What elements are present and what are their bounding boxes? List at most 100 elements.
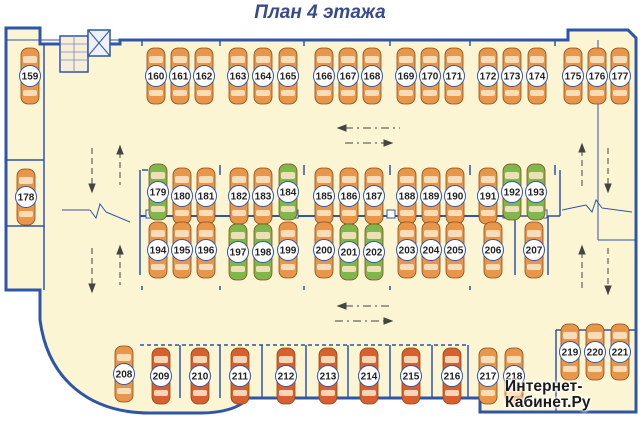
car-rear-window: [588, 366, 602, 372]
parking-spot[interactable]: 174: [526, 47, 548, 105]
parking-spot[interactable]: 160: [145, 47, 167, 105]
parking-spot[interactable]: 182: [228, 167, 250, 225]
parking-spot[interactable]: 159: [19, 47, 41, 105]
car-rear-window: [199, 210, 213, 216]
floor-plan-title: План 4 этажа: [254, 2, 386, 23]
parking-spot[interactable]: 212: [275, 347, 297, 405]
spot-number: 167: [340, 72, 357, 83]
car-rear-window: [423, 90, 437, 96]
spot-number: 217: [480, 372, 497, 383]
car-rear-window: [448, 210, 462, 216]
parking-spot[interactable]: 200: [313, 221, 335, 279]
parking-spot[interactable]: 178: [15, 168, 37, 226]
car-rear-window: [590, 90, 604, 96]
spot-number-badge: [358, 365, 380, 387]
parking-spot[interactable]: 219: [559, 323, 581, 381]
car-windshield: [486, 230, 500, 237]
parking-spot[interactable]: 215: [400, 347, 422, 405]
parking-spot[interactable]: 204: [420, 221, 442, 279]
parking-spot[interactable]: 195: [171, 221, 193, 279]
spot-number: 187: [366, 192, 383, 203]
parking-spot[interactable]: 192: [501, 163, 523, 221]
parking-spot[interactable]: 169: [395, 47, 417, 105]
parking-spot[interactable]: 218: [503, 347, 525, 405]
parking-spot[interactable]: 214: [358, 347, 380, 405]
car-rear-window: [256, 90, 270, 96]
car-rear-window: [193, 390, 207, 396]
parking-spot[interactable]: 189: [420, 167, 442, 225]
spot-number: 218: [506, 372, 523, 383]
parking-spot[interactable]: 197: [227, 223, 249, 281]
parking-spot[interactable]: 203: [396, 221, 418, 279]
car-rear-window: [367, 266, 381, 272]
parking-spot[interactable]: 217: [477, 347, 499, 405]
car-rear-window: [256, 266, 270, 272]
parking-spot[interactable]: 167: [337, 47, 359, 105]
parking-spot[interactable]: 168: [361, 47, 383, 105]
spot-number: 190: [447, 192, 464, 203]
car-windshield: [613, 56, 627, 63]
parking-spot[interactable]: 198: [252, 223, 274, 281]
parking-spot[interactable]: 164: [252, 47, 274, 105]
parking-spot[interactable]: 188: [396, 167, 418, 225]
spot-number-badge: [229, 365, 251, 387]
parking-spot[interactable]: 199: [277, 221, 299, 279]
parking-spot[interactable]: 191: [477, 167, 499, 225]
parking-spot[interactable]: 181: [195, 167, 217, 225]
parking-spot[interactable]: 165: [277, 47, 299, 105]
parking-spot[interactable]: 209: [150, 347, 172, 405]
spot-number-badge: [584, 341, 606, 363]
spot-number: 188: [399, 192, 416, 203]
car-rear-window: [400, 264, 414, 270]
car-windshield: [445, 356, 459, 363]
parking-spot[interactable]: 171: [443, 47, 465, 105]
parking-spot[interactable]: 177: [609, 47, 631, 105]
spot-number-badge: [338, 241, 360, 263]
parking-spot[interactable]: 166: [313, 47, 335, 105]
parking-spot[interactable]: 184: [277, 163, 299, 221]
parking-spot[interactable]: 213: [317, 347, 339, 405]
spot-dividers: [140, 40, 636, 412]
parking-spot[interactable]: 193: [525, 163, 547, 221]
spot-number: 205: [447, 246, 464, 257]
spot-number-badge: [277, 181, 299, 203]
spot-number-badge: [252, 185, 274, 207]
parking-spot[interactable]: 170: [419, 47, 441, 105]
parking-spot[interactable]: 208: [113, 345, 135, 403]
parking-spot[interactable]: 185: [313, 167, 335, 225]
parking-spot[interactable]: 206: [482, 221, 504, 279]
car-rear-window: [613, 90, 627, 96]
parking-spot[interactable]: 207: [523, 221, 545, 279]
car-windshield: [367, 232, 381, 239]
parking-spot[interactable]: 196: [195, 221, 217, 279]
parking-spot[interactable]: 179: [147, 163, 169, 221]
parking-spot[interactable]: 201: [338, 223, 360, 281]
parking-spot[interactable]: 180: [171, 167, 193, 225]
parking-spot[interactable]: 210: [189, 347, 211, 405]
parking-spot[interactable]: 161: [169, 47, 191, 105]
parking-spot[interactable]: 186: [338, 167, 360, 225]
spot-number-badge: [400, 365, 422, 387]
parking-spot[interactable]: 187: [363, 167, 385, 225]
spot-number-badge: [228, 185, 250, 207]
parking-spot[interactable]: 173: [501, 47, 523, 105]
parking-spot[interactable]: 220: [584, 323, 606, 381]
parking-spot[interactable]: 211: [229, 347, 251, 405]
spot-number-badge: [227, 241, 249, 263]
parking-spot[interactable]: 221: [609, 323, 631, 381]
spot-number: 189: [423, 192, 440, 203]
parking-spot[interactable]: 175: [562, 47, 584, 105]
parking-spot[interactable]: 162: [193, 47, 215, 105]
parking-spot[interactable]: 183: [252, 167, 274, 225]
parking-spot[interactable]: 190: [444, 167, 466, 225]
parking-spot[interactable]: 202: [363, 223, 385, 281]
parking-spot[interactable]: 216: [441, 347, 463, 405]
spot-number-badge: [501, 65, 523, 87]
parking-spot[interactable]: 194: [147, 221, 169, 279]
parking-spot[interactable]: 205: [444, 221, 466, 279]
car-windshield: [317, 176, 331, 183]
parking-spot[interactable]: 163: [227, 47, 249, 105]
spot-number-badge: [482, 239, 504, 261]
parking-spot[interactable]: 172: [477, 47, 499, 105]
parking-spot[interactable]: 176: [586, 47, 608, 105]
